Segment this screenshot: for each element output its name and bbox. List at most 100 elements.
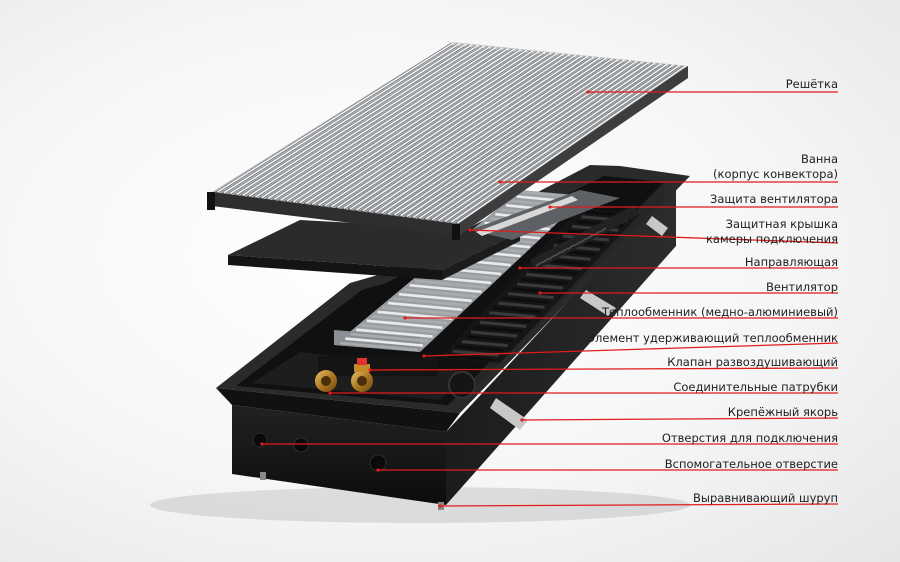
label-cover-line2: камеры подключения [705,232,838,246]
fin [339,341,419,352]
grille-bar-highlight [280,48,515,201]
grille-bar-highlight [299,50,534,204]
fan-blade [466,335,513,343]
connection-fittings [315,356,438,392]
grille-bar-highlight [273,47,509,201]
label-bath-line2: (корпус конвектора) [713,167,838,181]
grille-bar-highlight [356,55,589,211]
fan-blade [457,344,504,352]
label-fan: Вентилятор [766,280,838,294]
fin [366,319,443,329]
fan-guard-slat [573,240,581,247]
grille-bar-highlight [330,53,564,208]
fan-guard-slat [567,244,575,250]
grille-bar-highlight [349,55,583,210]
fan-blade [526,272,573,280]
leader-dot [468,228,472,232]
leader-dot [586,90,590,94]
leader-dot [403,316,407,320]
grille-bar-highlight [444,64,674,223]
leader-lines [260,90,839,508]
fan-guard-slat [548,254,556,260]
grille-bar-highlight [324,52,558,207]
leader-dot [422,354,426,358]
grille-bar-highlight [393,59,625,216]
fin [350,332,428,343]
fan-guard-slat [599,227,607,233]
grille-bar-highlight [242,44,479,196]
label-cover-line1: Защитная крышка [725,217,838,231]
fan-guard-slat [554,251,562,257]
grille-bar-highlight [236,44,473,196]
fan-blade [530,268,577,276]
fan-blade [475,325,522,333]
leader-dot [438,504,442,508]
fan-blade [480,320,527,328]
fan-guard-slat [541,257,549,264]
leader-line [521,417,839,421]
fan-protection [470,190,620,240]
fin [404,288,477,298]
leader-dot [548,205,552,209]
leader-dot [368,368,372,372]
leader-line [423,342,839,357]
leader-dot [260,442,264,446]
fan-blade [489,311,536,319]
fan-blade [470,330,518,338]
label-connection-holes: Отверстия для подключения [661,431,838,445]
fin [372,315,448,325]
grille-bar-highlight [438,63,668,222]
grille-bar-highlight [368,56,601,213]
grille-bar-highlight [431,62,662,221]
fin [345,337,423,347]
fan-blade [507,292,554,300]
grille-bar-highlight [425,62,656,220]
grille-bar-highlight [217,42,454,193]
fin [388,301,463,312]
grille-bar-highlight [229,43,467,195]
fan-blade [512,287,559,295]
fin [382,306,458,316]
leader-dot [538,291,542,295]
grille-bar-highlight [374,57,607,214]
fin [393,297,467,307]
fin [355,328,433,338]
label-air-valve: Клапан развоздушивающий [667,355,838,369]
fin [361,323,438,334]
label-grille: Решётка [785,77,838,91]
fan-blade [516,282,564,290]
leader-dot [518,266,522,270]
label-fittings: Соединительные патрубки [673,380,838,394]
grille-bar-highlight [248,45,485,197]
grille-bar-highlight [267,47,503,200]
fan-blade [521,277,568,285]
grille-bar-highlight [305,50,540,205]
grille-bar-highlight [286,48,522,202]
fin [414,279,487,289]
fin [398,292,472,303]
label-fan-protection: Защита вентилятора [709,192,838,206]
grille-bar-highlight [412,61,644,218]
label-aux-hole: Вспомогательное отверстие [664,457,838,471]
fan-guard-slat [535,261,543,267]
grille-bar-highlight [292,49,528,203]
grille-bar-highlight [387,58,619,215]
label-holding-element: Элемент удерживающий теплообменник [586,331,838,345]
fan-blade [493,306,541,314]
leader-dot [498,180,502,184]
fan-unit [440,205,640,399]
grille-bar-highlight [261,46,497,199]
grille-bar-highlight [406,60,638,218]
grille-bar-highlight [400,59,632,217]
fan-blade [461,340,508,348]
label-guide: Направляющая [744,255,838,269]
leader-dot [520,418,524,422]
grille-bar-highlight [362,56,595,212]
fan-guard-slat [580,237,588,243]
fan-guard-slat [561,247,569,254]
label-anchor: Крепёжный якорь [727,405,838,419]
fin [409,283,482,294]
fan-guard-slat [586,234,594,240]
